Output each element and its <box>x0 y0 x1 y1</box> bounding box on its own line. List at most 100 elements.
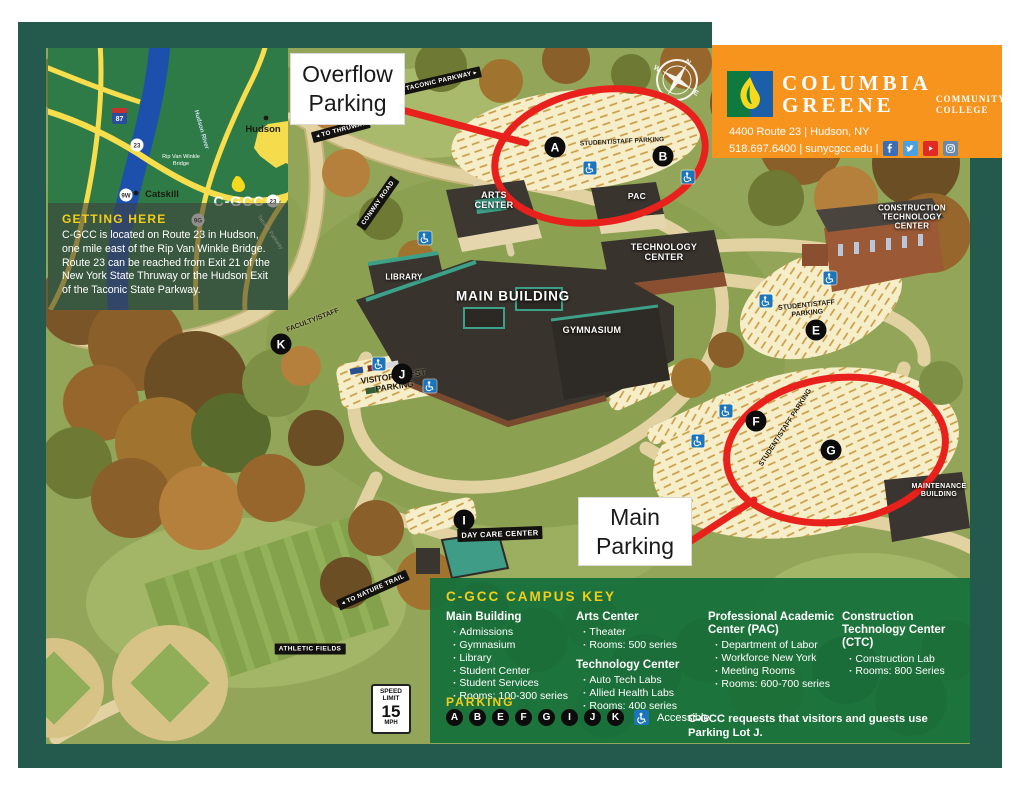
getting-here-title: GETTING HERE <box>62 212 167 226</box>
college-logo <box>727 71 773 117</box>
label-pac: PAC <box>627 191 647 202</box>
key-item: Gymnasium <box>453 639 576 652</box>
header-top-margin <box>712 22 1002 45</box>
key-column-ctc: Construction Technology Center (CTC) Con… <box>842 611 966 719</box>
accessible-icon <box>759 294 773 308</box>
key-item: Rooms: 500 series <box>583 639 708 652</box>
speed-limit-value: 15 <box>381 702 401 721</box>
accessible-icon <box>372 357 386 371</box>
key-column-main-building: Main Building AdmissionsGymnasiumLibrary… <box>446 611 576 719</box>
shield-9w: 9W <box>121 193 130 200</box>
key-item: Theater <box>583 626 708 639</box>
compass-e: E <box>692 89 700 98</box>
college-contact: 518.697.6400 | sunycgcc.edu | <box>729 141 959 156</box>
parking-marker-j: J <box>391 363 413 385</box>
instagram-icon <box>943 141 959 156</box>
label-maintenance: MAINTENANCE BUILDING <box>911 483 967 498</box>
college-name-community: COMMUNITY <box>935 94 1007 105</box>
college-name-line1: COLUMBIA <box>782 71 932 95</box>
key-item: Library <box>453 652 576 665</box>
key-lot-a: A <box>446 709 463 726</box>
key-item: Student Services <box>453 677 576 690</box>
key-parking-legend: A B E F G I J K Accessible <box>446 709 710 726</box>
ny-state-shape <box>254 121 288 168</box>
parking-marker-b: B <box>652 145 674 167</box>
twitter-icon <box>903 141 919 156</box>
callout-overflow-parking: Overflow Parking <box>290 53 405 125</box>
label-arts-center: ARTS CENTER <box>474 189 514 210</box>
flame-icon <box>740 77 760 109</box>
key-parking-title: PARKING <box>446 695 515 709</box>
buildings <box>349 180 970 580</box>
key-item: Rooms: 600-700 series <box>715 678 842 691</box>
key-item: Allied Health Labs <box>583 687 708 700</box>
inset-hudson-label: Hudson <box>245 124 281 135</box>
key-item: Meeting Rooms <box>715 665 842 678</box>
parking-marker-k: K <box>270 333 292 355</box>
inset-bridge-label: Rip Van Winkle <box>162 154 200 160</box>
key-lot-e: E <box>492 709 509 726</box>
svg-text:Bridge: Bridge <box>173 161 189 167</box>
shield-87: 87 <box>116 116 124 123</box>
parking-marker-a: A <box>544 136 566 158</box>
key-column-arts-technology: Arts Center TheaterRooms: 500 series Tec… <box>576 611 708 719</box>
compass-icon: N E S W <box>652 58 700 105</box>
getting-here-body: C-GCC is located on Route 23 in Hudson, … <box>62 229 270 297</box>
locator-inset-map: Albany C-GCC Kingston Hudson Catskill Ri… <box>48 48 288 310</box>
label-ctc: CONSTRUCTION TECHNOLOGY CENTER <box>877 203 947 231</box>
college-name-college: COLLEGE <box>935 104 989 115</box>
facebook-icon <box>883 141 899 156</box>
label-main-building: MAIN BUILDING <box>456 288 570 304</box>
accessible-icon <box>691 434 705 448</box>
key-lot-b: B <box>469 709 486 726</box>
key-item: Rooms: 800 Series <box>849 665 966 678</box>
label-technology-center: TECHNOLOGY CENTER <box>630 241 698 262</box>
key-item: Auto Tech Labs <box>583 674 708 687</box>
accessible-icon <box>423 379 437 393</box>
label-library: LIBRARY <box>385 272 423 282</box>
compass-w: W <box>652 64 662 74</box>
shield-23b: 23 <box>270 199 277 206</box>
accessible-icon <box>681 170 695 184</box>
key-column-pac: Professional Academic Center (PAC) Depar… <box>708 611 842 719</box>
key-lot-k: K <box>607 709 624 726</box>
college-name: COLUMBIA GREENE COMMUNITY COLLEGE <box>782 72 1006 116</box>
visitor-parking-note: C-GCC requests that visitors and guests … <box>688 713 928 739</box>
accessible-icon <box>823 271 837 285</box>
key-item: Admissions <box>453 626 576 639</box>
speed-limit-text: SPEED <box>379 688 403 695</box>
getting-here-panel: GETTING HERE C-GCC is located on Route 2… <box>48 203 288 310</box>
key-item: Construction Lab <box>849 653 966 666</box>
college-address: 4400 Route 23 | Hudson, NY <box>729 126 870 138</box>
accessible-icon <box>583 161 597 175</box>
key-item: Rooms: 400 series <box>583 700 708 713</box>
parking-marker-i: I <box>453 509 475 531</box>
campus-key-title: C-GCC CAMPUS KEY <box>446 589 617 604</box>
label-athletic-fields: ATHLETIC FIELDS <box>274 643 346 655</box>
campus-key-panel: C-GCC CAMPUS KEY Main Building Admission… <box>430 578 970 743</box>
key-lot-j: J <box>584 709 601 726</box>
parking-marker-g: G <box>820 439 842 461</box>
college-phone-web: 518.697.6400 | sunycgcc.edu | <box>729 142 879 155</box>
college-header: COLUMBIA GREENE COMMUNITY COLLEGE 4400 R… <box>712 45 1005 158</box>
key-lot-f: F <box>515 709 532 726</box>
inset-catskill-label: Catskill <box>145 189 179 200</box>
annotation-red <box>398 85 949 547</box>
key-item: Workforce New York <box>715 652 842 665</box>
label-gymnasium: GYMNASIUM <box>562 324 622 335</box>
callout-main-parking: Main Parking <box>578 497 692 566</box>
key-lot-i: I <box>561 709 578 726</box>
accessible-label: Accessible <box>657 711 710 724</box>
college-name-line2: GREENE <box>782 93 895 118</box>
key-lot-g: G <box>538 709 555 726</box>
key-item: Department of Labor <box>715 639 842 652</box>
shield-23: 23 <box>134 143 141 150</box>
parking-marker-f: F <box>745 410 767 432</box>
speed-limit-sign: SPEED LIMIT 15 MPH <box>371 684 411 734</box>
key-item: Rooms: 100-300 series <box>453 690 576 703</box>
key-item: Student Center <box>453 665 576 678</box>
accessible-icon <box>634 710 649 725</box>
accessible-icon <box>719 404 733 418</box>
parking-marker-e: E <box>805 319 827 341</box>
